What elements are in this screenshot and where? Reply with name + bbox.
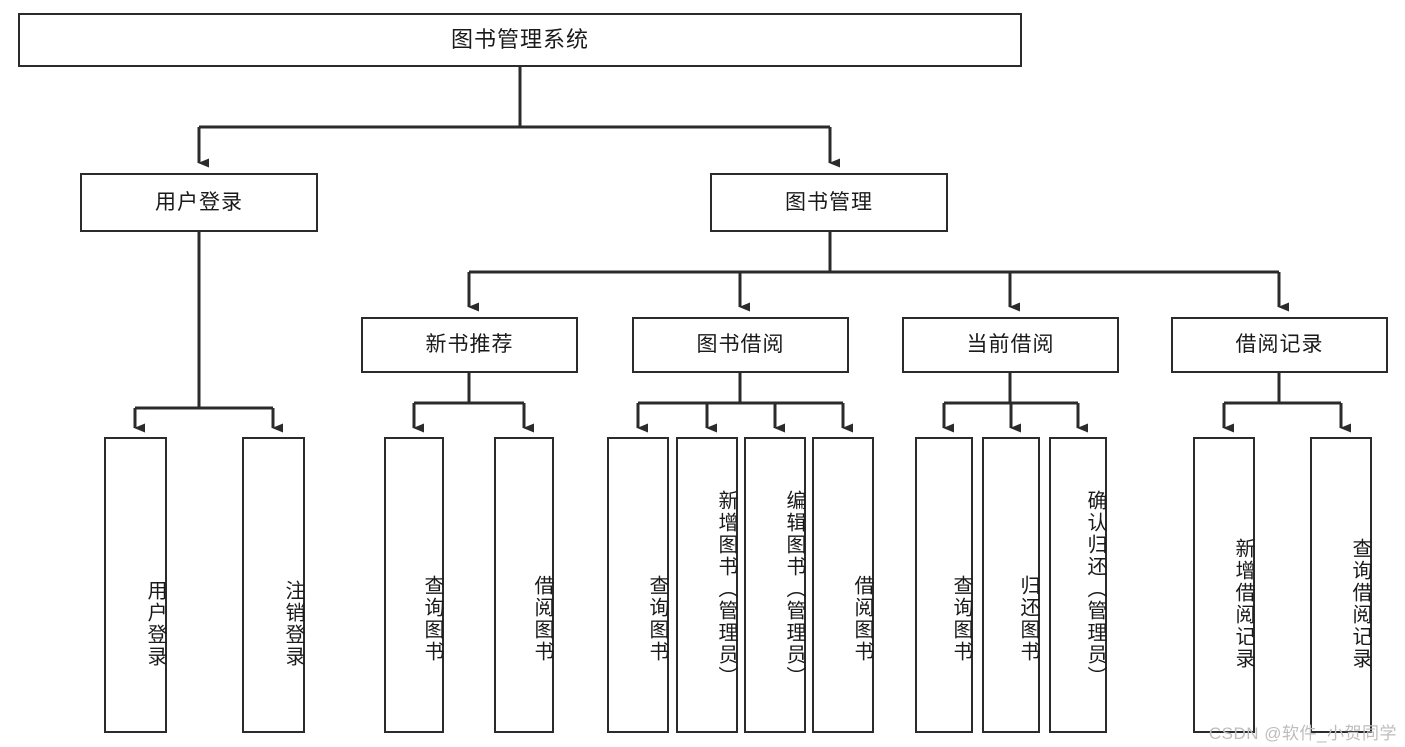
node-label: 用户登录 — [144, 580, 166, 668]
node-label: 借阅图书 — [851, 575, 873, 663]
leaf-user-login-login[interactable]: 用户登录 — [104, 437, 167, 733]
node-book-management[interactable]: 图书管理 — [710, 173, 948, 232]
node-label: 确认归还（管理员） — [1084, 490, 1106, 688]
leaf-book-borrow-query[interactable]: 查询图书 — [607, 437, 669, 733]
leaf-current-borrow-confirm-return[interactable]: 确认归还（管理员） — [1049, 437, 1107, 733]
node-label: 图书管理系统 — [450, 26, 589, 52]
node-label: 归还图书 — [1017, 575, 1039, 663]
node-label: 新书推荐 — [425, 333, 514, 357]
leaf-current-borrow-return[interactable]: 归还图书 — [982, 437, 1040, 733]
node-label: 注销登录 — [282, 580, 304, 668]
node-label: 当前借阅 — [966, 333, 1055, 357]
node-label: 查询图书 — [950, 575, 972, 663]
node-label: 新增图书（管理员） — [715, 490, 737, 688]
node-label: 用户登录 — [155, 190, 243, 214]
node-label: 借阅图书 — [531, 575, 553, 663]
node-label: 借阅记录 — [1235, 333, 1324, 357]
leaf-borrow-record-query[interactable]: 查询借阅记录 — [1310, 437, 1372, 733]
leaf-new-book-query[interactable]: 查询图书 — [384, 437, 444, 733]
node-label: 查询图书 — [646, 575, 668, 663]
node-label: 编辑图书（管理员） — [783, 490, 805, 688]
leaf-book-borrow-borrow[interactable]: 借阅图书 — [812, 437, 874, 733]
leaf-book-borrow-edit[interactable]: 编辑图书（管理员） — [744, 437, 806, 733]
node-label: 图书管理 — [785, 190, 873, 214]
leaf-current-borrow-query[interactable]: 查询图书 — [915, 437, 973, 733]
leaf-borrow-record-add[interactable]: 新增借阅记录 — [1193, 437, 1255, 733]
node-current-borrow[interactable]: 当前借阅 — [902, 317, 1119, 373]
node-label: 新增借阅记录 — [1232, 538, 1254, 670]
node-new-book-recommend[interactable]: 新书推荐 — [361, 317, 578, 373]
node-book-borrow[interactable]: 图书借阅 — [632, 317, 849, 373]
leaf-user-login-logout[interactable]: 注销登录 — [242, 437, 305, 733]
node-borrow-record[interactable]: 借阅记录 — [1171, 317, 1388, 373]
leaf-new-book-borrow[interactable]: 借阅图书 — [494, 437, 554, 733]
node-user-login[interactable]: 用户登录 — [80, 173, 318, 232]
leaf-book-borrow-add[interactable]: 新增图书（管理员） — [676, 437, 738, 733]
node-root-system[interactable]: 图书管理系统 — [18, 13, 1022, 67]
node-label: 图书借阅 — [696, 333, 785, 357]
node-label: 查询借阅记录 — [1349, 538, 1371, 670]
node-label: 查询图书 — [421, 575, 443, 663]
